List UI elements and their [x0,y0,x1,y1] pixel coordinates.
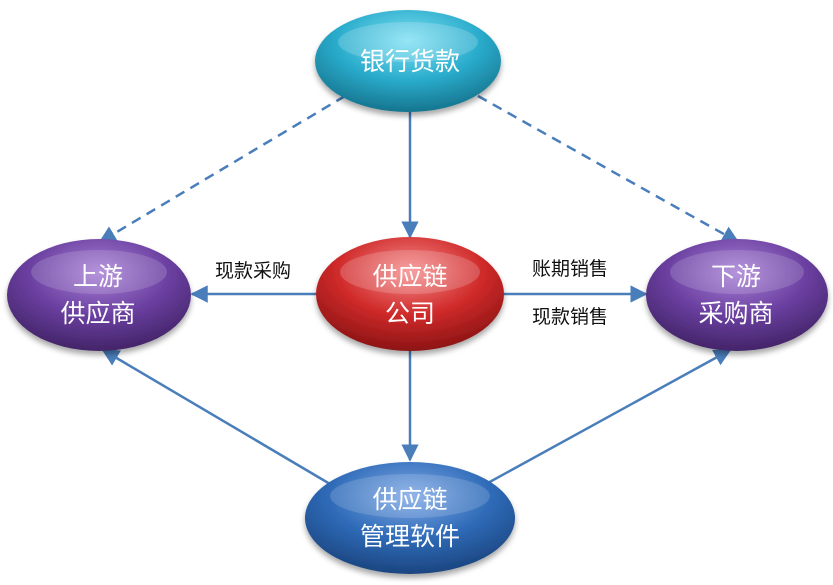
edge-software-to-downstream [485,348,732,486]
node-upstream-label-line2: 供应商 [60,299,135,328]
node-software-label-line2: 管理软件 [360,522,460,551]
node-bank [315,10,501,112]
node-company-label-line1: 供应链 [372,262,447,291]
node-downstream-label-line2: 采购商 [698,299,773,328]
edge-bank-to-upstream [98,94,346,244]
node-downstream [646,239,828,351]
node-software-label-line1: 供应链 [372,485,447,514]
edge-label-credit-sales: 账期销售 [532,258,608,280]
node-bank-label: 银行货款 [360,47,460,76]
node-software [305,462,515,574]
node-company [316,237,504,351]
node-upstream-label-line1: 上游 [73,262,123,291]
node-upstream [7,239,191,351]
node-company-label-line2: 公司 [385,299,435,328]
edge-bank-to-downstream [477,94,740,244]
edge-label-cash-purchase: 现款采购 [215,260,291,282]
node-downstream-label-line1: 下游 [711,262,761,291]
edge-software-to-upstream [101,348,331,486]
edge-label-cash-sales: 现款销售 [532,306,608,328]
